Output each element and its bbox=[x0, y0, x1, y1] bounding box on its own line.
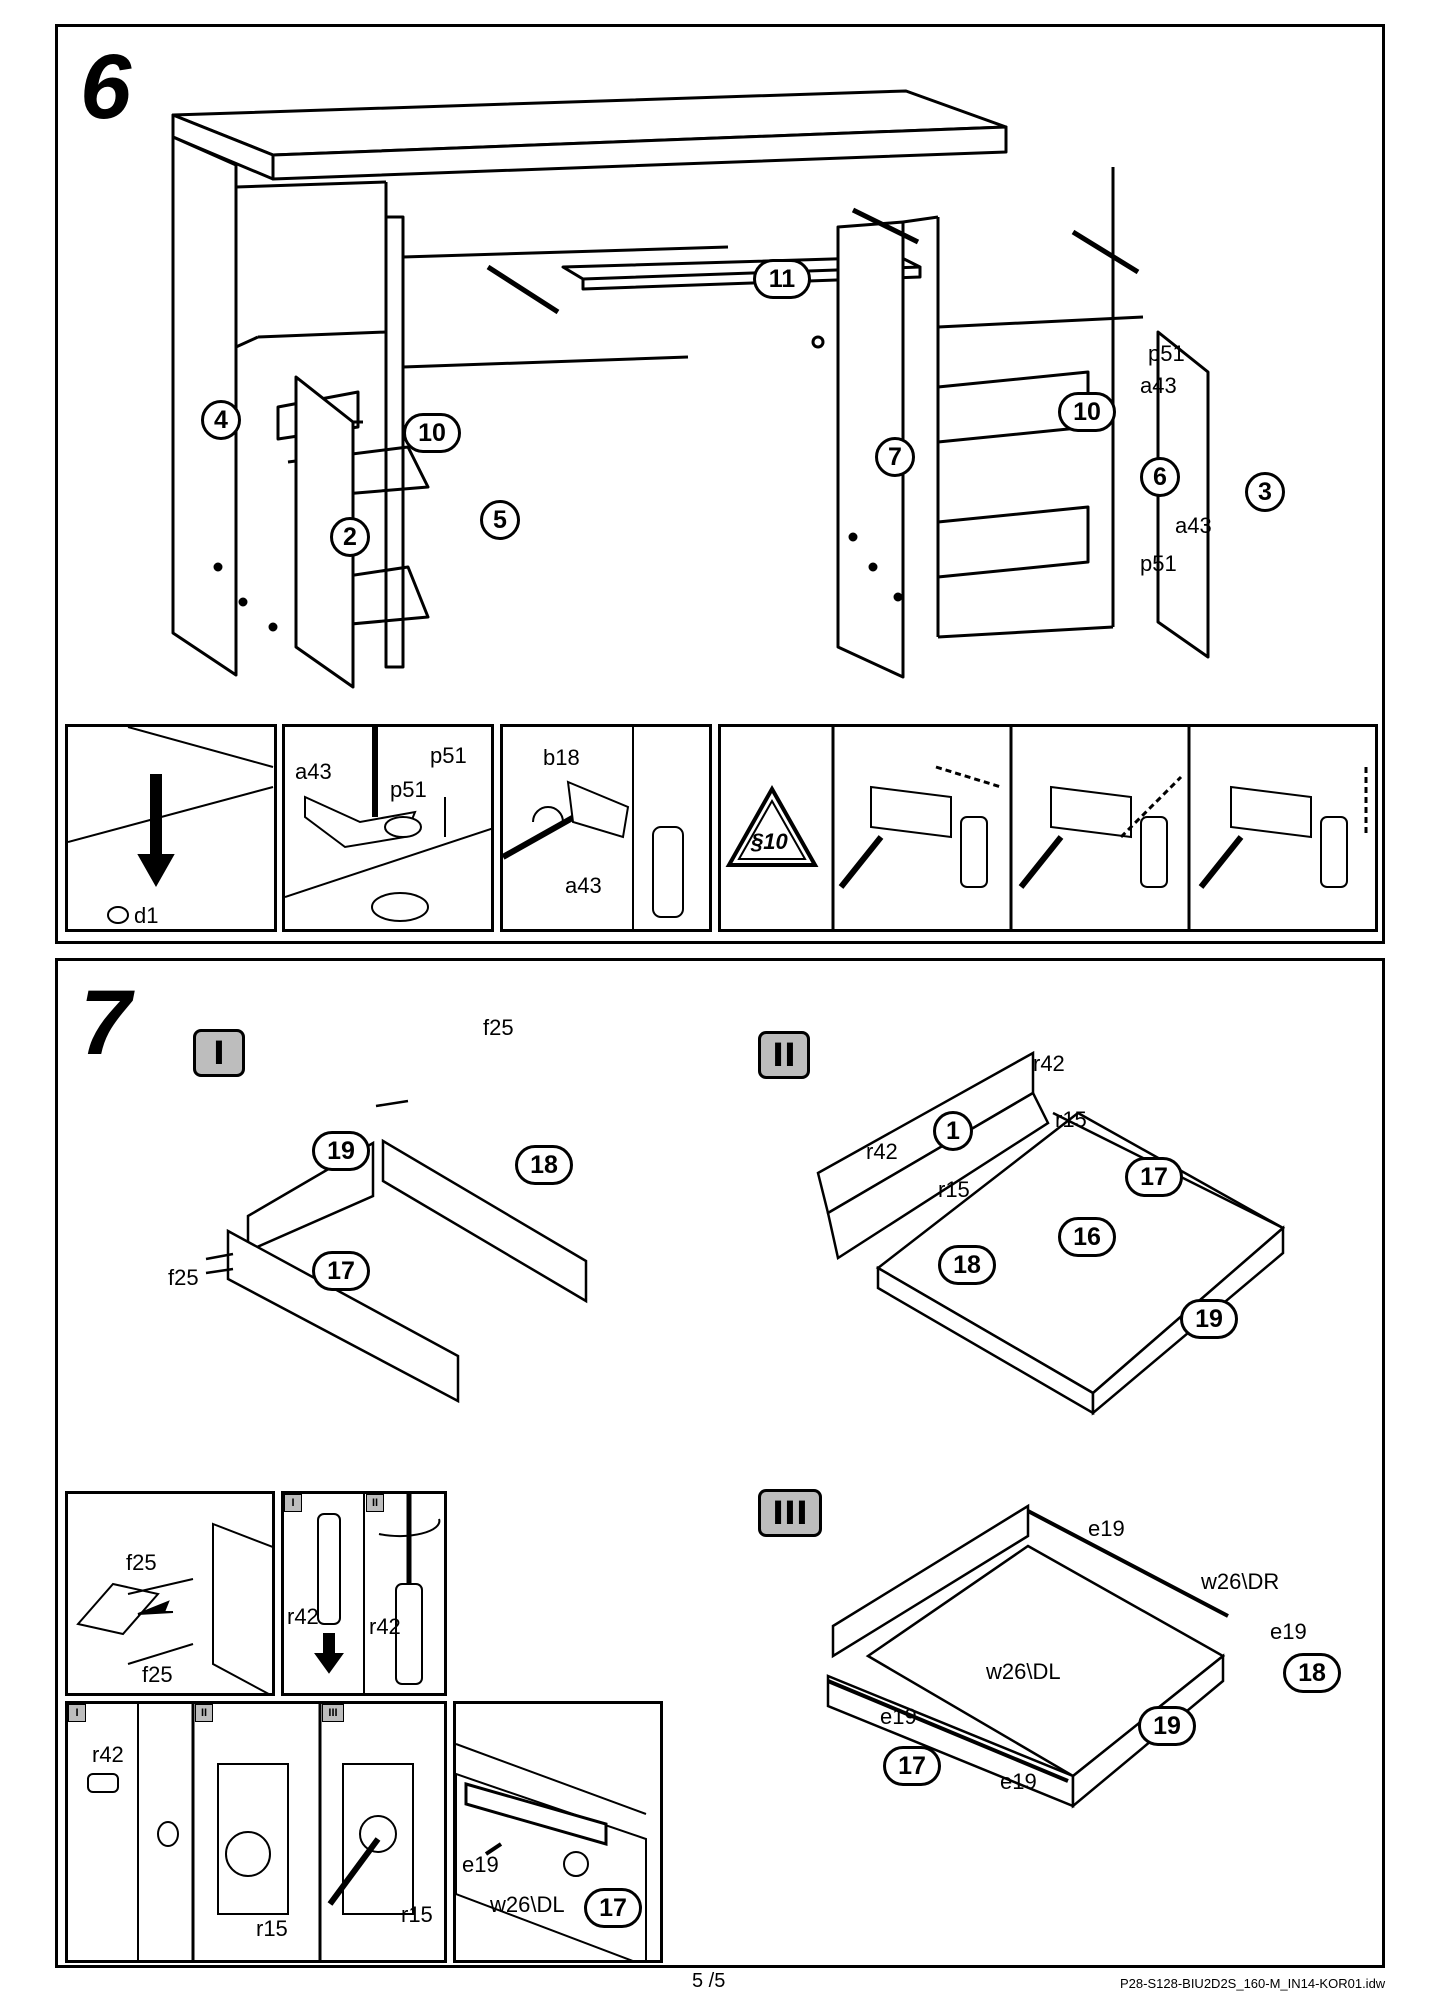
label-e19: e19 bbox=[462, 1852, 499, 1877]
fitting-a43-bottom: a43 bbox=[1175, 513, 1212, 538]
d1-arrow-icon bbox=[68, 727, 274, 924]
r15-drawing bbox=[87, 1704, 414, 1960]
b18-drawing bbox=[503, 727, 684, 929]
part-17: 17 bbox=[312, 1251, 370, 1291]
part-19: 19 bbox=[1138, 1706, 1196, 1746]
label-r42-a: r42 bbox=[287, 1604, 319, 1629]
detail-r42: I II r42 r42 bbox=[281, 1491, 447, 1696]
label-p51-b: p51 bbox=[390, 777, 427, 802]
label-r42-a: r42 bbox=[1033, 1051, 1065, 1076]
part-10-left: 10 bbox=[403, 413, 461, 453]
label-r42-b: r42 bbox=[369, 1614, 401, 1639]
label-f25-left: f25 bbox=[168, 1265, 199, 1290]
stage-I-badge: I bbox=[193, 1029, 245, 1077]
label-d1: d1 bbox=[134, 903, 159, 928]
document-code: P28-S128-BIU2D2S_160-M_IN14-KOR01.idw bbox=[1120, 1976, 1386, 1991]
part-17: 17 bbox=[584, 1888, 642, 1928]
detail-d1: d1 bbox=[65, 724, 277, 932]
part-4: 4 bbox=[201, 400, 241, 440]
part-18: 18 bbox=[938, 1245, 996, 1285]
label-r42-b: r42 bbox=[866, 1139, 898, 1164]
label-r15-a: r15 bbox=[256, 1916, 288, 1941]
mini-II: II bbox=[366, 1494, 384, 1512]
label-e19-c: e19 bbox=[880, 1704, 917, 1729]
step-number: 6 bbox=[80, 36, 132, 138]
part-3: 3 bbox=[1245, 472, 1285, 512]
part-18: 18 bbox=[515, 1145, 573, 1185]
warning-text: §10 bbox=[751, 829, 788, 854]
mini-II: II bbox=[195, 1704, 213, 1722]
step-number: 7 bbox=[80, 972, 132, 1074]
label-e19-a: e19 bbox=[1088, 1516, 1125, 1541]
stage-III-drawing bbox=[826, 1503, 1229, 1809]
part-17: 17 bbox=[883, 1746, 941, 1786]
fitting-p51-top: p51 bbox=[1148, 341, 1185, 366]
label-w26dr: w26\DR bbox=[1201, 1569, 1280, 1594]
part-16: 16 bbox=[1058, 1217, 1116, 1257]
label-e19-d: e19 bbox=[1000, 1769, 1037, 1794]
part-18: 18 bbox=[1283, 1653, 1341, 1693]
mini-I: I bbox=[284, 1494, 302, 1512]
part-17: 17 bbox=[1125, 1157, 1183, 1197]
page-number: 5 /5 bbox=[692, 1970, 726, 1992]
detail-f25: f25 f25 bbox=[65, 1491, 275, 1696]
label-f25-b: f25 bbox=[142, 1662, 173, 1687]
label-a43: a43 bbox=[295, 759, 332, 784]
step-6-section: 6 bbox=[55, 24, 1385, 944]
stage-I-drawing bbox=[205, 1099, 588, 1404]
label-b18: b18 bbox=[543, 745, 580, 770]
detail-hinge-adjust: §10 bbox=[718, 724, 1378, 932]
label-w26dl: w26\DL bbox=[490, 1892, 565, 1917]
label-r15-b: r15 bbox=[401, 1902, 433, 1927]
fitting-p51-bottom: p51 bbox=[1140, 551, 1177, 576]
stage-II-badge: II bbox=[758, 1031, 810, 1079]
label-r15-a: r15 bbox=[1055, 1107, 1087, 1132]
label-e19-b: e19 bbox=[1270, 1619, 1307, 1644]
label-a43-side: a43 bbox=[565, 873, 602, 898]
label-r42-c: r42 bbox=[92, 1742, 124, 1767]
detail-rail: e19 w26\DL 17 bbox=[453, 1701, 663, 1963]
fitting-a43-top: a43 bbox=[1140, 373, 1177, 398]
part-2: 2 bbox=[330, 517, 370, 557]
mini-III: III bbox=[322, 1704, 344, 1722]
detail-r15: I II III r42 r15 r15 bbox=[65, 1701, 447, 1963]
detail-b18: b18 a43 bbox=[500, 724, 712, 932]
warning-icon bbox=[725, 784, 819, 867]
desk-drawing bbox=[171, 89, 1210, 689]
part-5: 5 bbox=[480, 500, 520, 540]
part-19: 19 bbox=[1180, 1299, 1238, 1339]
label-f25-top: f25 bbox=[483, 1015, 514, 1040]
label-w26dl: w26\DL bbox=[986, 1659, 1061, 1684]
hinge-adjust-drawing bbox=[831, 727, 1368, 929]
mini-I: I bbox=[68, 1704, 86, 1722]
stage-III-badge: III bbox=[758, 1489, 822, 1537]
label-p51-a: p51 bbox=[430, 743, 467, 768]
part-6: 6 bbox=[1140, 457, 1180, 497]
part-10-right: 10 bbox=[1058, 392, 1116, 432]
part-19: 19 bbox=[312, 1131, 370, 1171]
part-7: 7 bbox=[875, 437, 915, 477]
part-11: 11 bbox=[753, 259, 811, 299]
hinge-mount-drawing bbox=[285, 727, 491, 922]
detail-hinge-mount: a43 p51 p51 bbox=[282, 724, 494, 932]
r42-drawing bbox=[314, 1494, 441, 1693]
label-f25-a: f25 bbox=[126, 1550, 157, 1575]
step-7-section: 7 I f25 f25 19 18 17 II r42 r15 r42 r15 … bbox=[55, 958, 1385, 1968]
label-r15-b: r15 bbox=[938, 1177, 970, 1202]
f25-drawing bbox=[76, 1522, 272, 1693]
part-1: 1 bbox=[933, 1111, 973, 1151]
